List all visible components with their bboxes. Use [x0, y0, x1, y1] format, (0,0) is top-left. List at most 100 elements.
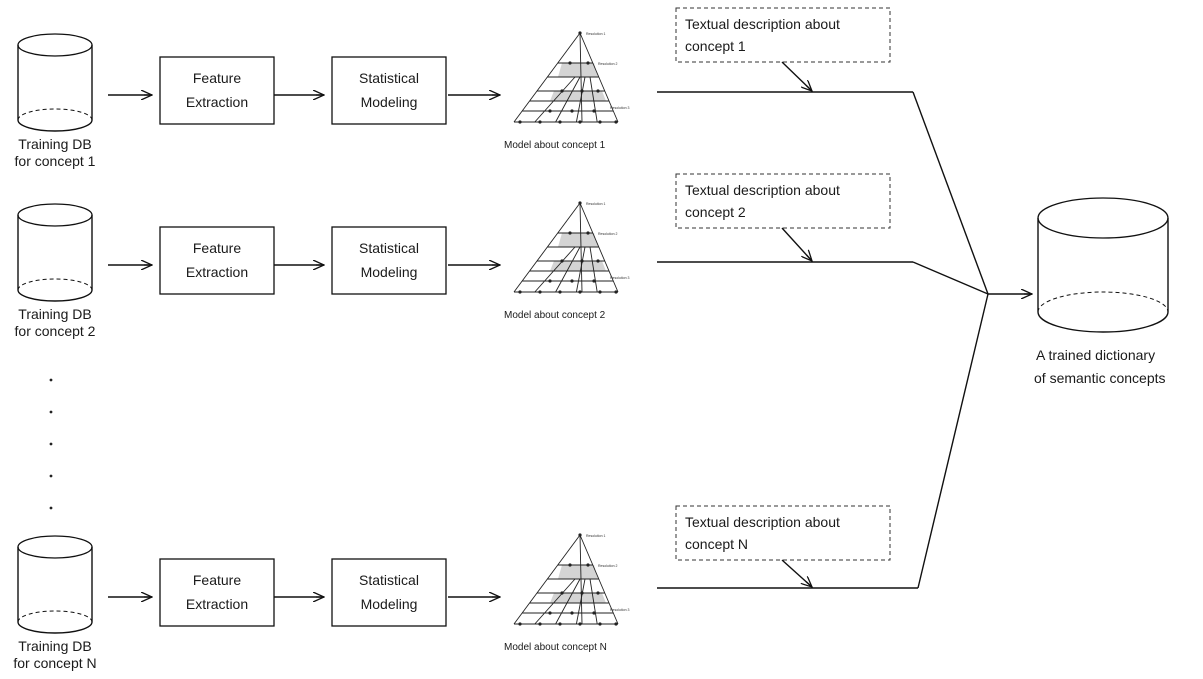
textual-description-line-2: concept 2 — [685, 204, 746, 220]
pyramid-node — [518, 120, 522, 124]
statistical-modeling-label-line-1: Statistical — [359, 70, 419, 86]
pyramid-node — [558, 622, 562, 626]
training-db-back-rim — [17, 108, 93, 121]
pyramid-level-label: Resolution 1 — [586, 534, 606, 538]
pyramid-node — [598, 290, 602, 294]
pyramid-node — [578, 290, 582, 294]
pyramid-level-label: Resolution 3 — [610, 608, 630, 612]
feature-extraction-box — [159, 56, 275, 125]
pyramid-level-label: Resolution 3 — [610, 106, 630, 110]
statistical-modeling-label-line-1: Statistical — [359, 572, 419, 588]
model-caption: Model about concept N — [504, 642, 607, 653]
pyramid-node — [558, 290, 562, 294]
pyramid-node — [598, 120, 602, 124]
training-db-body — [17, 547, 93, 634]
dictionary-db-body — [1037, 218, 1169, 333]
feature-extraction-label-line-1: Feature — [193, 70, 241, 86]
ellipsis-dot — [49, 474, 53, 478]
feature-extraction-label-line-2: Extraction — [186, 94, 248, 110]
pyramid-node — [586, 61, 590, 65]
feature-extraction-box — [159, 226, 275, 295]
pyramid-node — [560, 259, 564, 263]
statistical-modeling-box — [331, 56, 447, 125]
pyramid-node — [580, 259, 584, 263]
training-db-back-rim — [17, 610, 93, 623]
pyramid-node — [592, 109, 596, 113]
dictionary-label-line-2: of semantic concepts — [1034, 370, 1166, 386]
dictionary-label-line-1: A trained dictionary — [1036, 347, 1155, 363]
textual-description-box — [675, 173, 891, 229]
pyramid-node — [592, 611, 596, 615]
merge-line-concept-1 — [912, 91, 989, 295]
statistical-modeling-label-line-1: Statistical — [359, 240, 419, 256]
pyramid-node — [578, 201, 582, 205]
pyramid-node — [568, 563, 572, 567]
pyramid-node — [548, 611, 552, 615]
pyramid-level-label: Resolution 2 — [598, 232, 618, 236]
pyramid-node — [570, 109, 574, 113]
pyramid-node — [548, 109, 552, 113]
pyramid-node — [578, 622, 582, 626]
pyramid-node — [592, 279, 596, 283]
pyramid-node — [596, 591, 600, 595]
feature-extraction-label-line-1: Feature — [193, 572, 241, 588]
pyramid-node — [586, 563, 590, 567]
ellipsis-dot — [49, 410, 53, 414]
arrow-description-to-line — [781, 61, 812, 91]
pyramid-node — [570, 611, 574, 615]
pyramid-level-label: Resolution 1 — [586, 32, 606, 36]
pyramid-node — [614, 290, 618, 294]
pyramid-node — [538, 622, 542, 626]
training-db-top — [17, 535, 93, 559]
pyramid-level-label: Resolution 2 — [598, 62, 618, 66]
textual-description-box — [675, 505, 891, 561]
pyramid-node — [586, 231, 590, 235]
ellipsis-dot — [49, 506, 53, 510]
pyramid-node — [614, 622, 618, 626]
output-dictionary: A trained dictionary of semantic concept… — [1034, 197, 1169, 386]
ellipsis-dot — [49, 442, 53, 446]
feature-extraction-label-line-2: Extraction — [186, 264, 248, 280]
ellipsis-dot — [49, 378, 53, 382]
pyramid-node — [518, 622, 522, 626]
training-db-body — [17, 45, 93, 132]
model-caption: Model about concept 1 — [504, 140, 606, 151]
textual-description-line-2: concept 1 — [685, 38, 746, 54]
textual-description-line-2: concept N — [685, 536, 748, 552]
statistical-modeling-box — [331, 226, 447, 295]
pyramid-node — [568, 231, 572, 235]
pyramid-node — [538, 120, 542, 124]
statistical-modeling-label-line-2: Modeling — [361, 94, 418, 110]
feature-extraction-label-line-1: Feature — [193, 240, 241, 256]
statistical-modeling-box — [331, 558, 447, 627]
pyramid-node — [580, 591, 584, 595]
training-db-top — [17, 203, 93, 227]
statistical-modeling-label-line-2: Modeling — [361, 596, 418, 612]
pyramid-node — [578, 31, 582, 35]
training-db-top — [17, 33, 93, 57]
pyramid-node — [560, 591, 564, 595]
pyramid-node — [598, 622, 602, 626]
pyramid-level-label: Resolution 2 — [598, 564, 618, 568]
dictionary-db-top — [1037, 197, 1169, 239]
pyramid-node — [570, 279, 574, 283]
pyramid-node — [560, 89, 564, 93]
merge-line-concept-2 — [912, 261, 989, 295]
pyramid-node — [596, 259, 600, 263]
arrow-description-to-line — [781, 227, 812, 261]
pyramid-node — [568, 61, 572, 65]
feature-extraction-label-line-2: Extraction — [186, 596, 248, 612]
pyramid-node — [578, 533, 582, 537]
merge-lines — [912, 91, 1032, 589]
pyramid-node — [518, 290, 522, 294]
pyramid-node — [548, 279, 552, 283]
pyramid-level-label: Resolution 1 — [586, 202, 606, 206]
